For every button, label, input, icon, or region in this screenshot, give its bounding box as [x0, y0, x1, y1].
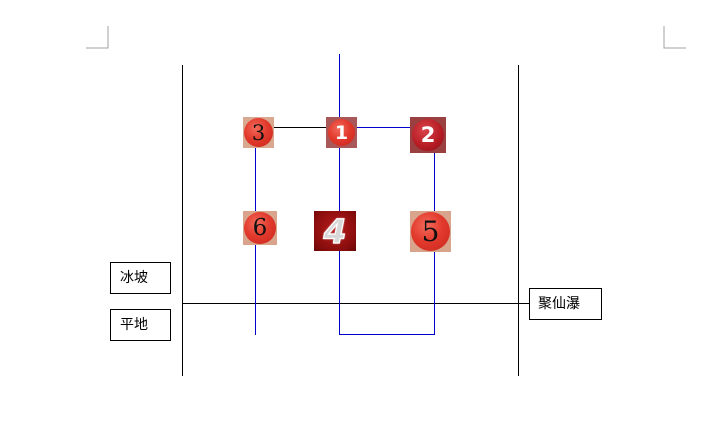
marker-6-number: 6 — [244, 212, 276, 244]
marker-3: 3 — [243, 117, 274, 148]
boundary-lines — [182, 65, 529, 376]
marker-3-number: 3 — [244, 118, 273, 147]
route-lines — [255, 54, 435, 335]
route-4-to-5-bottom-loop — [339, 250, 435, 335]
waterfall-label: 聚仙瀑 — [538, 296, 580, 312]
marker-1-number: 1 — [328, 119, 355, 146]
marker-2-number: 2 — [412, 119, 444, 151]
marker-1: 1 — [326, 117, 357, 148]
marker-5: 5 — [410, 211, 451, 252]
marker-2: 2 — [410, 117, 446, 153]
flat-ground-label-box: 平地 — [110, 309, 171, 341]
crop-marks — [86, 26, 686, 49]
waterfall-label-box: 聚仙瀑 — [529, 288, 602, 320]
marker-6: 6 — [243, 211, 277, 245]
flat-ground-label: 平地 — [120, 317, 148, 333]
crop-mark-top-right — [663, 26, 686, 49]
marker-5-number: 5 — [411, 212, 450, 251]
ice-slope-label: 冰坡 — [120, 270, 148, 286]
crop-mark-top-left — [86, 26, 109, 49]
ice-slope-label-box: 冰坡 — [110, 262, 171, 294]
marker-4: 4 — [314, 211, 356, 251]
